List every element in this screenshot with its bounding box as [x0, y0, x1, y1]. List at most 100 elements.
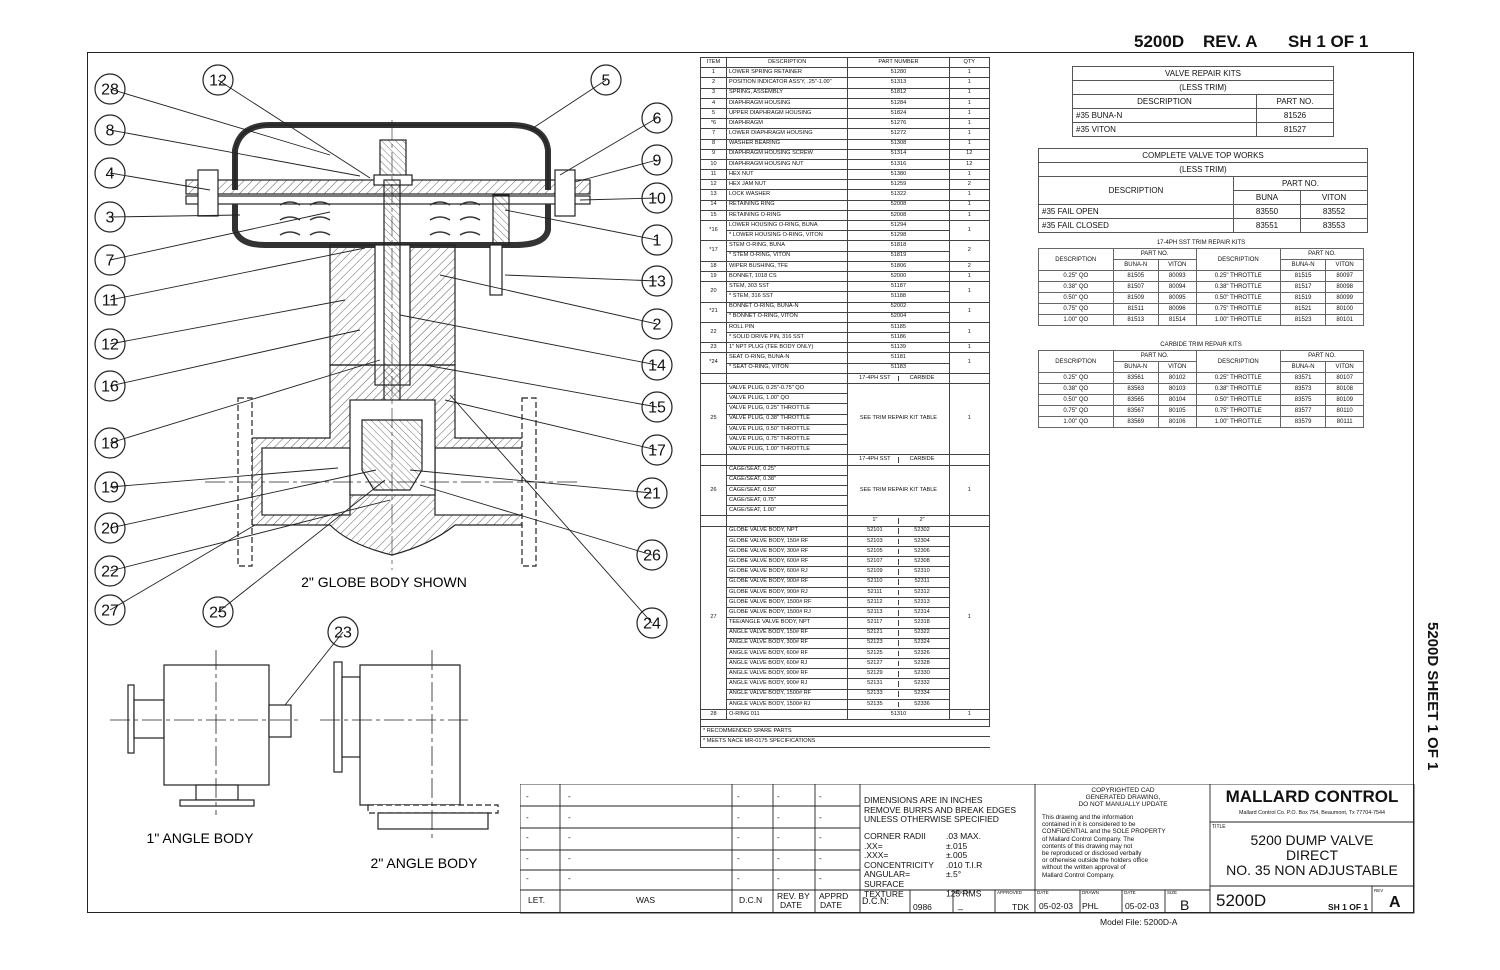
vrk-header-part: PART NO.	[1256, 94, 1334, 109]
bom-cell: 1	[948, 169, 991, 181]
bom-cell: SPRING, ASSEMBLY	[725, 87, 849, 99]
bom-cell: 51185	[847, 321, 950, 334]
confidential-line: CONFIDENTIAL and the SOLE PROPERTY	[1042, 828, 1166, 836]
revision-cell: -	[777, 853, 780, 863]
revision-cell: -	[819, 833, 822, 842]
bom-cell: LOWER SPRING RETAINER	[725, 67, 849, 79]
bom-cell: 1	[948, 464, 991, 517]
drawn-value: PHL	[1082, 901, 1099, 911]
bom-cell: 1	[948, 138, 991, 150]
bom-cell: 52004	[847, 311, 950, 323]
bom-cell: VALVE PLUG, 0.75" THROTTLE	[725, 433, 849, 446]
bom-cell: GLOBE VALVE BODY, NPT	[725, 525, 849, 537]
bom-subheader: 1"	[852, 518, 899, 524]
bom-cell: ANGLE VALVE BODY, 900# RF	[725, 668, 849, 680]
bom-cell	[700, 515, 727, 527]
trim-cell: 80111	[1325, 416, 1364, 428]
drawn-label: DRAWN	[1082, 890, 1099, 895]
trim-cell: 80099	[1325, 292, 1364, 304]
bom-cell: 51187	[847, 281, 950, 293]
bom-cell: 1	[948, 97, 991, 109]
callout-balloon-label: 16	[101, 379, 119, 396]
trim-cell: 81515	[1279, 270, 1327, 282]
bom-cell	[700, 454, 727, 466]
trim-cell: 81505	[1112, 270, 1159, 282]
trim-cell: PART NO.	[1279, 248, 1365, 260]
trim-cell: 0.75" THROTTLE	[1195, 303, 1281, 315]
bom-part-1in: 52112	[852, 599, 899, 606]
valve-repair-kits-table: VALVE REPAIR KITS (LESS TRIM) DESCRIPTIO…	[1072, 66, 1334, 137]
bom-cell: 1	[948, 525, 991, 711]
bom-cell: VALVE PLUG, 1.00" THROTTLE	[725, 444, 849, 456]
tw-header-part: PART NO.	[1233, 176, 1368, 191]
vrk-header-desc: DESCRIPTION	[1072, 94, 1257, 109]
revision-cell: -	[777, 792, 780, 801]
bom-cell: *21	[700, 301, 727, 323]
trim-cell: 0.38" THROTTLE	[1195, 383, 1281, 395]
trim-cell: 81521	[1279, 303, 1327, 315]
bom-cell: 28	[700, 708, 727, 721]
revision-cell: -	[568, 812, 571, 822]
trim-cell: 0.38" QO	[1038, 281, 1114, 293]
bom-cell: 51294	[847, 219, 950, 232]
bom-cell: * LOWER HOUSING O-RING, VITON	[725, 230, 849, 242]
bom-cell: ITEM	[700, 56, 727, 69]
bom-cell: 12	[948, 158, 991, 171]
tolerance-row: .XXX=±.005	[864, 850, 968, 861]
bom-cell: VALVE PLUG, 0.50" THROTTLE	[725, 423, 849, 435]
bom-row: * MEETS NACE MR-0175 SPECIFICATIONS	[700, 736, 990, 748]
bom-part-1in: 52127	[852, 660, 899, 667]
bom-cell: O-RING 011	[725, 708, 849, 721]
bom-cell: 26	[700, 464, 727, 517]
bom-row: 1"2"	[700, 515, 991, 527]
tw-row-viton: 83552	[1300, 204, 1368, 219]
bom-cell: * RECOMMENDED SPARE PARTS	[700, 726, 990, 738]
bom-cell	[725, 454, 849, 466]
bom-cell	[700, 719, 990, 728]
bom-cell: 23	[700, 342, 727, 354]
trim-cell: 0.38" QO	[1038, 383, 1114, 395]
trim-cell: BUNA-N	[1279, 259, 1327, 271]
trim-cell: 0.50" QO	[1038, 292, 1114, 304]
vrk-row-part: 81527	[1256, 122, 1334, 137]
bom-part-1in: 52117	[852, 619, 899, 626]
bom-cell: 51139	[847, 342, 950, 354]
bom-cell: *17	[700, 240, 727, 262]
bom-cell: 51310	[847, 708, 950, 721]
revision-cell: -	[526, 792, 529, 801]
bom-cell: PART NUMBER	[847, 56, 950, 69]
bom-cell: 51819	[847, 250, 950, 262]
bom-cell: 51308	[847, 138, 950, 150]
callout-balloon-label: 17	[648, 443, 666, 460]
revision-cell: -	[777, 812, 780, 822]
trim-cell: DESCRIPTION	[1038, 350, 1114, 373]
size-value: B	[1180, 897, 1190, 913]
sheet-number: SH 1 OF 1	[1328, 902, 1369, 912]
bom-cell: 1	[948, 342, 991, 354]
callout-balloon-label: 12	[209, 73, 227, 90]
trim-cell: 81513	[1112, 314, 1159, 326]
bom-row	[700, 719, 990, 728]
bom-cell: POSITION INDICATOR ASS'Y, .25"-1.00"	[725, 77, 849, 89]
revision-cell: -	[737, 853, 740, 863]
revision-cell: -	[737, 792, 740, 801]
bom-cell: STEM, 303 SST	[725, 281, 849, 293]
